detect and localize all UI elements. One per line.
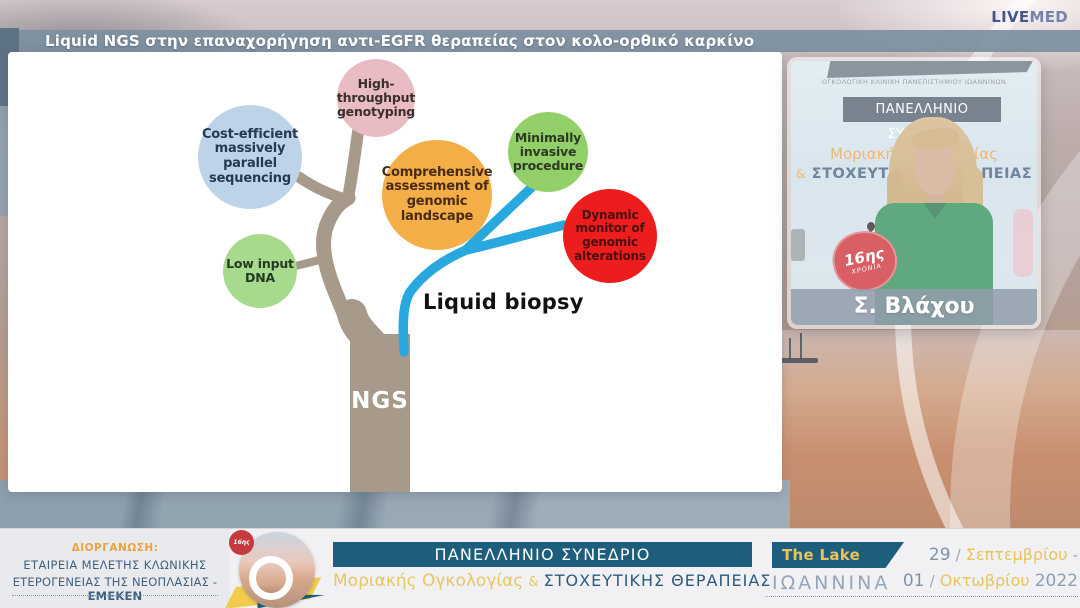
node-dynamic-monitor: Dynamic monitor of genomic alterations (563, 189, 657, 283)
date2-day: 01 (902, 571, 925, 591)
node-comprehensive-assessment: Comprehensive assessment of genomic land… (382, 140, 493, 250)
branch-to-low-input (291, 254, 330, 270)
ngs-trunk-label: NGS (351, 388, 409, 414)
date-line-1: 29 / Σεπτεμβρίου - (880, 542, 1078, 568)
dotted-divider (765, 596, 1078, 597)
organizer-line2-text: ΕΤΕΡΟΓΕΝΕΙΑΣ ΤΗΣ ΝΕΟΠΛΑΣΙΑΣ - (12, 575, 218, 589)
backdrop-ampersand: & (795, 166, 807, 181)
congress-subtitle-gold: Μοριακής Ογκολογίας (333, 571, 524, 591)
organizer-label: ΔΙΟΡΓΑΝΩΣΗ: (71, 542, 159, 554)
node-cost-efficient: Cost-efficient massively parallel sequen… (198, 105, 302, 209)
node-high-throughput: High- throughput genotyping (337, 59, 415, 137)
liquid-branch-main (398, 245, 471, 357)
congress-subtitle-navy: ΣΤΟΧΕΥΤΙΚΗΣ ΘΕΡΑΠΕΙΑΣ (543, 571, 772, 590)
congress-title-banner: ΠΑΝΕΛΛΗΝΙΟ ΣΥΝΕΔΡΙΟ (333, 542, 752, 567)
congress-logo-photo-circle (239, 532, 315, 608)
organizer-line2: ΕΤΕΡΟΓΕΝΕΙΑΣ ΤΗΣ ΝΕΟΠΛΑΣΙΑΣ - ΕΜΕΚΕΝ (0, 575, 230, 603)
liquid-branch-to-dynamic (461, 220, 569, 255)
livemed-logo: LIVEMED (991, 8, 1068, 26)
boat-mast (789, 338, 791, 359)
liquid-biopsy-label: Liquid biopsy (423, 290, 584, 314)
organizer-line1: ΕΤΑΙΡΕΙΑ ΜΕΛΕΤΗΣ ΚΛΩΝΙΚΗΣ (23, 558, 207, 572)
speaker-name-banner: Σ. Βλάχου (791, 289, 1037, 325)
node-low-input-dna: Low input DNA (223, 234, 297, 308)
speaker-video-card[interactable]: ΟΓΚΟΛΟΓΙΚΗ ΚΛΙΝΙΚΗ ΠΑΝΕΠΙΣΤΗΜΙΟΥ ΙΩΑΝΝΙΝ… (787, 57, 1041, 329)
trunk-shoulder (337, 299, 395, 367)
date1-day: 29 (928, 545, 951, 565)
presentation-title: Liquid NGS στην επαναχορήγηση αντι-EGFR … (45, 32, 755, 50)
boat-mast (800, 333, 802, 359)
node-minimally-invasive: Minimally invasive procedure (508, 112, 588, 192)
date1-separator: / (955, 546, 961, 564)
congress-logo: 16ης (224, 530, 325, 608)
congress-year: 2022 (1034, 571, 1078, 591)
congress-logo-badge: 16ης (229, 530, 254, 555)
branch-to-cost-efficient (293, 171, 354, 206)
presentation-title-bar: Liquid NGS στην επαναχορήγηση αντι-EGFR … (0, 30, 1080, 52)
congress-subtitle-amp: & (528, 575, 539, 590)
venue-hotel-banner: The Lake Hotel (772, 542, 904, 568)
ngs-tree-branches (291, 126, 569, 492)
branch-to-high-throughput (342, 126, 364, 204)
date2-separator: / (929, 572, 935, 590)
date1-month: Σεπτεμβρίου (965, 545, 1068, 564)
speaker-video: ΟΓΚΟΛΟΓΙΚΗ ΚΛΙΝΙΚΗ ΠΑΝΕΠΙΣΤΗΜΙΟΥ ΙΩΑΝΝΙΝ… (791, 61, 1037, 325)
backdrop-top-bezel (827, 61, 1035, 78)
congress-logo-ring (249, 556, 293, 600)
boat-silhouette (780, 358, 818, 363)
microphone-tip (867, 222, 875, 231)
congress-footer-bar: ΔΙΟΡΓΑΝΩΣΗ: ΕΤΑΙΡΕΙΑ ΜΕΛΕΤΗΣ ΚΛΩΝΙΚΗΣ ΕΤ… (0, 528, 1080, 608)
congress-subtitle: Μοριακής Ογκολογίας & ΣΤΟΧΕΥΤΙΚΗΣ ΘΕΡΑΠΕ… (333, 571, 770, 591)
venue-city: ΙΩΑΝΝΙΝΑ (772, 572, 891, 594)
organizer-panel: ΔΙΟΡΓΑΝΩΣΗ: ΕΤΑΙΡΕΙΑ ΜΕΛΕΤΗΣ ΚΛΩΝΙΚΗΣ ΕΤ… (0, 529, 230, 608)
date-line-2: 01 / Οκτωβρίου 2022 (880, 568, 1078, 594)
date1-dash: - (1072, 546, 1078, 564)
slide-canvas[interactable]: Cost-efficient massively parallel sequen… (8, 52, 782, 492)
podium-object (791, 229, 805, 261)
congress-dates: 29 / Σεπτεμβρίου - 01 / Οκτωβρίου 2022 (880, 542, 1078, 594)
livemed-logo-med: MED (1029, 8, 1068, 26)
backdrop-clinic-text: ΟΓΚΟΛΟΓΙΚΗ ΚΛΙΝΙΚΗ ΠΑΝΕΠΙΣΤΗΜΙΟΥ ΙΩΑΝΝΙΝ… (821, 78, 1007, 86)
date2-month: Οκτωβρίου (939, 571, 1030, 590)
tree-stem (316, 190, 356, 330)
organizer-acronym: ΕΜΕΚΕΝ (87, 589, 143, 603)
dotted-divider (12, 595, 218, 596)
livemed-logo-live: LIVE (991, 8, 1030, 26)
background-chair (1013, 209, 1033, 277)
